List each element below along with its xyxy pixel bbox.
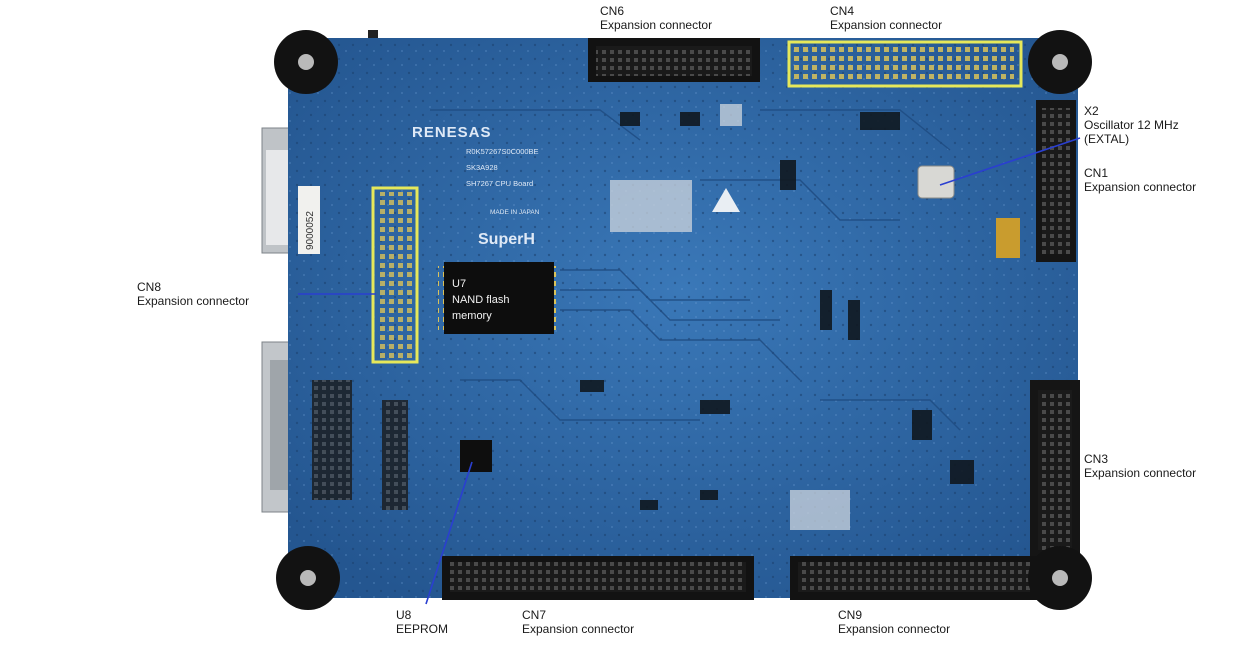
callout-u8-name: U8: [396, 608, 412, 622]
x2-oscillator: [917, 165, 955, 199]
callout-cn4-name: CN4: [830, 4, 855, 18]
callout-cn6-desc: Expansion connector: [600, 18, 713, 32]
callout-u8-desc: EEPROM: [396, 622, 449, 636]
side-sticker: [298, 186, 320, 254]
callout-cn3: CN3 Expansion connector: [1084, 452, 1196, 480]
callout-cn4: CN4 Expansion connector: [830, 4, 942, 32]
callout-x2-name: X2: [1084, 104, 1099, 118]
silk-line-2: SK3A928: [466, 163, 498, 172]
callout-cn8-name: CN8: [137, 280, 162, 294]
label-block: [610, 180, 692, 232]
callout-cn9-desc: Expansion connector: [838, 622, 951, 636]
u7-nand-chip: [444, 262, 554, 334]
renesas-logo: RENESAS: [412, 124, 492, 141]
mounting-feet: [274, 30, 1092, 610]
callout-cn7-desc: Expansion connector: [522, 622, 635, 636]
silk-line-1: R0K57267S0C000BE: [466, 147, 539, 156]
callout-x2-desc2: (EXTAL): [1084, 132, 1130, 146]
side-sticker-text: 9000052: [305, 211, 316, 250]
callout-u8: U8 EEPROM: [396, 608, 448, 636]
silk-line-3: SH7267 CPU Board: [466, 179, 533, 188]
callout-cn3-desc: Expansion connector: [1084, 466, 1197, 480]
callout-cn1: CN1 Expansion connector: [1084, 166, 1196, 194]
u7-label-line-3: memory: [452, 310, 492, 322]
callout-cn7-name: CN7: [522, 608, 547, 622]
leader-lines: [298, 137, 1081, 605]
callout-cn6: CN6 Expansion connector: [600, 4, 712, 32]
cn4-pin-row: [787, 40, 1023, 88]
callout-cn3-name: CN3: [1084, 452, 1109, 466]
callout-cn8-desc: Expansion connector: [137, 294, 250, 308]
callout-x2-desc: Oscillator 12 MHz: [1084, 118, 1179, 132]
u8-eeprom-chip: [460, 440, 492, 472]
callout-x2: X2 Oscillator 12 MHz (EXTAL): [1084, 104, 1179, 146]
callout-cn9: CN9 Expansion connector: [838, 608, 950, 636]
callout-cn1-desc: Expansion connector: [1084, 180, 1197, 194]
cn6-header: [588, 38, 760, 82]
u7-label-line-1: U7: [452, 278, 466, 290]
callout-cn1-name: CN1: [1084, 166, 1109, 180]
cn8-pin-block: [371, 186, 419, 364]
callout-cn6-name: CN6: [600, 4, 625, 18]
callout-cn7: CN7 Expansion connector: [522, 608, 634, 636]
made-in-text: MADE IN JAPAN: [490, 209, 540, 216]
callout-cn9-name: CN9: [838, 608, 863, 622]
callout-cn4-desc: Expansion connector: [830, 18, 943, 32]
callout-cn8: CN8 Expansion connector: [137, 280, 249, 308]
u7-label-line-2: NAND flash: [452, 294, 509, 306]
superh-logo: SuperH: [478, 231, 535, 248]
